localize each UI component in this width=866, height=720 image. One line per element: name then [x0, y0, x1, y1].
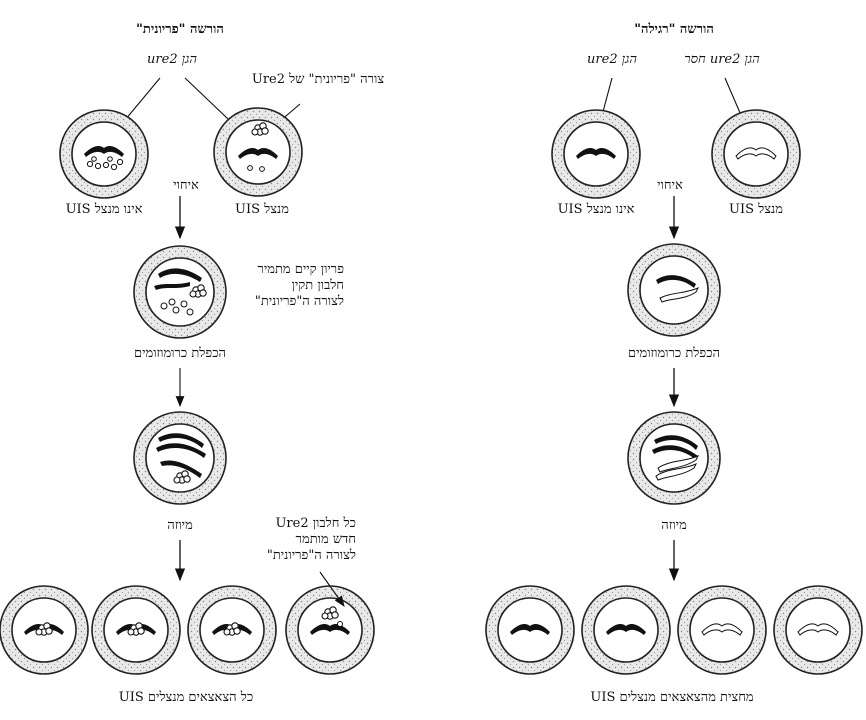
cell-diploid-prion: [133, 245, 227, 339]
label-mating: איחוי: [657, 178, 683, 193]
offspring-cell: [677, 585, 767, 675]
right-gene-label: הגן ure2: [587, 52, 637, 67]
left-gene-label: הגן ure2: [147, 52, 197, 67]
label-not-suppressing: אינו מנצל UIS: [557, 202, 635, 217]
missing-gene-label: הגן ure2 חסר: [684, 52, 760, 67]
label-not-suppressing: אינו מנצל UIS: [65, 202, 143, 217]
label-suppressing: מנצל UIS: [235, 202, 289, 217]
prion-form-label: צורה "פריונית" של Ure2: [251, 72, 385, 87]
cell-duplicated-normal: [627, 411, 721, 505]
offspring-cell: [581, 585, 671, 675]
existing-prion-note: פריון קיים מתמיר חלבון תקין לצורה ה"פריו…: [254, 262, 344, 309]
right-outcome: מחצית מהצאצאים מנצלים UIS: [590, 690, 754, 705]
cell-normal: [551, 109, 641, 199]
cell-not-suppressing: [59, 109, 149, 199]
arrow-new-protein: [319, 571, 345, 607]
label-meiosis: מיוזה: [661, 518, 687, 533]
cell-diploid-normal: [627, 243, 721, 337]
right-title: הורשה "רגילה": [634, 22, 714, 37]
cell-prion: [213, 107, 303, 197]
cell-missing-gene: [711, 109, 801, 199]
left-outcome: כל הצאצאים מנצלים UIS: [118, 690, 254, 705]
label-chromosome-duplication: הכפלת כרומוזומים: [133, 346, 227, 361]
label-suppressing: מנצל UIS: [729, 202, 783, 217]
label-meiosis: מיוזה: [167, 518, 193, 533]
offspring-cell: [91, 585, 181, 675]
left-title: הורשה "פריונית": [136, 22, 224, 37]
offspring-cell: [773, 585, 863, 675]
offspring-cell: [485, 585, 575, 675]
offspring-cell: [285, 585, 375, 675]
offspring-cell: [187, 585, 277, 675]
new-protein-note: כל חלבון Ure2 חדש מותמר לצורה ה"פריונית": [266, 516, 356, 563]
cell-duplicated-prion: [133, 411, 227, 505]
offspring-cell: [0, 585, 89, 675]
label-chromosome-duplication: הכפלת כרומוזומים: [627, 346, 721, 361]
label-mating: איחוי: [173, 178, 199, 193]
